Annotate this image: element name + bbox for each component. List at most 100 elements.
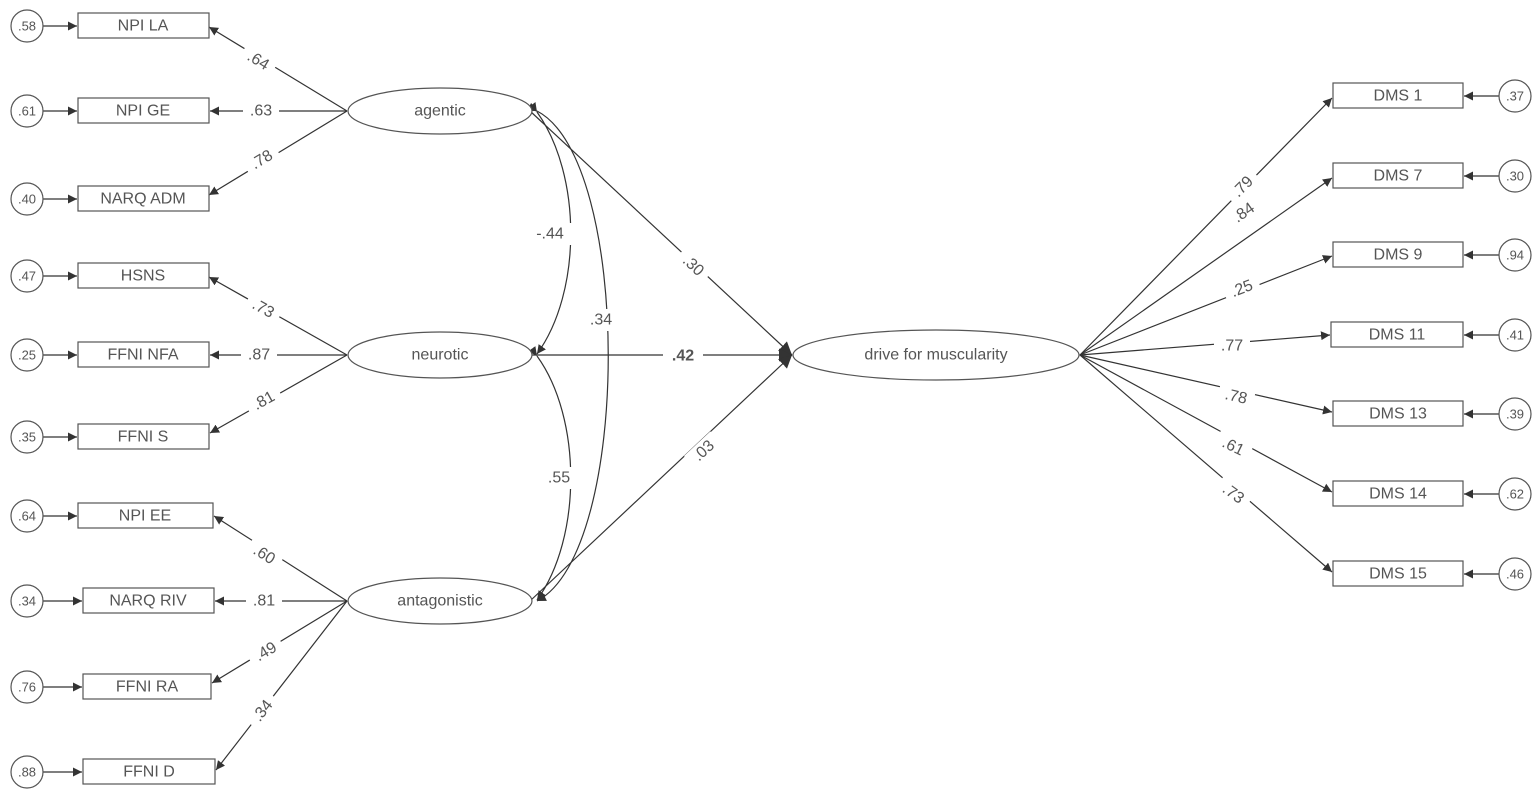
indicator-label-ffni-s: FFNI S bbox=[118, 429, 169, 446]
loading-arrow-dms9 bbox=[1079, 255, 1333, 356]
indicator-label-ffni-nfa: FFNI NFA bbox=[107, 347, 178, 364]
indicator-label-hsns: HSNS bbox=[121, 268, 165, 285]
indicator-box-hsns bbox=[77, 262, 210, 289]
indicator-label-dms15: DMS 15 bbox=[1369, 566, 1427, 583]
latent-label-antagonistic: antagonistic bbox=[397, 593, 482, 610]
indicator-label-npi-ee: NPI EE bbox=[119, 508, 171, 525]
indicator-box-dms15 bbox=[1332, 560, 1464, 587]
indicator-label-ffni-ra: FFNI RA bbox=[116, 679, 179, 696]
indicator-box-dms14 bbox=[1332, 480, 1464, 507]
loading-arrow-dms13 bbox=[1079, 354, 1333, 415]
indicator-box-ffni-s bbox=[77, 423, 210, 450]
error-node-dms11 bbox=[1498, 318, 1532, 352]
indicator-label-narq-adm: NARQ ADM bbox=[100, 191, 185, 208]
error-label-dms1: .37 bbox=[1506, 89, 1524, 104]
error-node-ffni-s bbox=[10, 420, 44, 454]
error-node-dms13 bbox=[1498, 397, 1532, 431]
error-node-dms9 bbox=[1498, 238, 1532, 272]
indicator-label-dms9: DMS 9 bbox=[1374, 247, 1423, 264]
latent-node-antagonistic bbox=[347, 577, 533, 625]
right-indicators: DMS 1 .37 DMS 7 .30 DMS 9 .94 DMS 11 .41… bbox=[1330, 79, 1532, 591]
indicator-box-dms13 bbox=[1332, 400, 1464, 427]
error-label-narq-riv: .34 bbox=[18, 594, 36, 609]
error-node-dms14 bbox=[1498, 477, 1532, 511]
error-node-dms7 bbox=[1498, 159, 1532, 193]
loading-arrow-dms7 bbox=[1079, 177, 1333, 356]
path-arrow-antagonistic-dfm bbox=[529, 354, 793, 602]
indicator-label-dms14: DMS 14 bbox=[1369, 486, 1427, 503]
latent-label-neurotic: neurotic bbox=[412, 347, 469, 364]
loading-arrow-ffni-d bbox=[215, 600, 348, 771]
error-node-ffni-ra bbox=[10, 670, 44, 704]
error-node-hsns bbox=[10, 259, 44, 293]
indicator-box-npi-ee bbox=[77, 502, 214, 529]
indicator-box-dms7 bbox=[1332, 162, 1464, 189]
error-label-ffni-nfa: .25 bbox=[18, 348, 36, 363]
covariance-agentic-antagonistic bbox=[526, 102, 609, 602]
indicator-label-ffni-d: FFNI D bbox=[123, 764, 175, 781]
error-label-dms15: .46 bbox=[1506, 567, 1524, 582]
path-label-neurotic-dfm: .42 bbox=[672, 348, 694, 365]
error-label-npi-la: .58 bbox=[18, 19, 36, 34]
error-label-dms9: .94 bbox=[1506, 248, 1524, 263]
indicator-box-npi-ge bbox=[77, 97, 210, 124]
coefficient-labels: .64 .63 .78 .73 .87 .81 .60 .81 .49 .34 … bbox=[237, 43, 1265, 732]
loading-arrow-dms14 bbox=[1079, 354, 1333, 493]
indicator-label-npi-la: NPI LA bbox=[118, 18, 169, 35]
loading-label-ffni-nfa: .87 bbox=[248, 347, 270, 364]
indicator-label-dms13: DMS 13 bbox=[1369, 406, 1427, 423]
latent-factors: agentic neurotic antagonistic drive for … bbox=[347, 87, 1080, 625]
indicator-box-dms9 bbox=[1332, 241, 1464, 268]
loading-arrow-dms15 bbox=[1079, 354, 1333, 573]
error-label-ffni-s: .35 bbox=[18, 430, 36, 445]
error-node-narq-adm bbox=[10, 182, 44, 216]
indicator-box-ffni-d bbox=[82, 758, 216, 785]
error-label-ffni-d: .88 bbox=[18, 765, 36, 780]
indicator-label-dms11: DMS 11 bbox=[1369, 327, 1426, 344]
indicator-label-dms7: DMS 7 bbox=[1374, 168, 1423, 185]
error-label-dms11: .41 bbox=[1506, 328, 1524, 343]
error-node-dms1 bbox=[1498, 79, 1532, 113]
error-node-npi-la bbox=[10, 9, 44, 43]
error-label-ffni-ra: .76 bbox=[18, 680, 36, 695]
error-node-ffni-nfa bbox=[10, 338, 44, 372]
covariance-label-neurotic-antagonistic: .55 bbox=[548, 470, 570, 487]
covariance-label-agentic-antagonistic: .34 bbox=[590, 312, 612, 329]
loading-label-dms9: .25 bbox=[1229, 277, 1256, 301]
error-node-dms15 bbox=[1498, 557, 1532, 591]
error-label-dms13: .39 bbox=[1506, 407, 1524, 422]
indicator-label-narq-riv: NARQ RIV bbox=[109, 593, 187, 610]
loading-label-npi-ge: .63 bbox=[250, 103, 272, 120]
indicator-box-narq-adm bbox=[77, 185, 210, 212]
loading-label-narq-riv: .81 bbox=[253, 593, 275, 610]
latent-label-drive-for-muscularity: drive for muscularity bbox=[864, 347, 1007, 364]
error-label-dms7: .30 bbox=[1506, 169, 1524, 184]
error-node-npi-ge bbox=[10, 94, 44, 128]
indicator-box-npi-la bbox=[77, 12, 210, 39]
covariance-label-agentic-neurotic: -.44 bbox=[536, 226, 564, 243]
error-label-dms14: .62 bbox=[1506, 487, 1524, 502]
loading-arrow-npi-la bbox=[208, 26, 348, 112]
indicator-box-dms1 bbox=[1332, 82, 1464, 109]
loading-arrow-dms11 bbox=[1079, 331, 1331, 356]
error-label-narq-adm: .40 bbox=[18, 192, 36, 207]
loading-label-dms13: .78 bbox=[1223, 386, 1249, 408]
latent-label-agentic: agentic bbox=[414, 103, 466, 120]
indicator-box-ffni-ra bbox=[82, 673, 212, 700]
indicator-label-npi-ge: NPI GE bbox=[116, 103, 170, 120]
latent-node-agentic bbox=[347, 87, 533, 135]
error-node-ffni-d bbox=[10, 755, 44, 789]
error-node-narq-riv bbox=[10, 584, 44, 618]
path-arrow-agentic-dfm bbox=[529, 110, 793, 356]
error-node-npi-ee bbox=[10, 499, 44, 533]
indicator-box-dms11 bbox=[1330, 321, 1464, 348]
indicator-box-ffni-nfa bbox=[77, 341, 210, 368]
indicator-box-narq-riv bbox=[82, 587, 215, 614]
indicator-label-dms1: DMS 1 bbox=[1374, 88, 1423, 105]
error-label-npi-ge: .61 bbox=[18, 104, 36, 119]
error-label-hsns: .47 bbox=[18, 269, 36, 284]
error-label-npi-ee: .64 bbox=[18, 509, 36, 524]
loading-label-dms11: .77 bbox=[1221, 338, 1243, 355]
latent-node-neurotic bbox=[347, 331, 533, 379]
